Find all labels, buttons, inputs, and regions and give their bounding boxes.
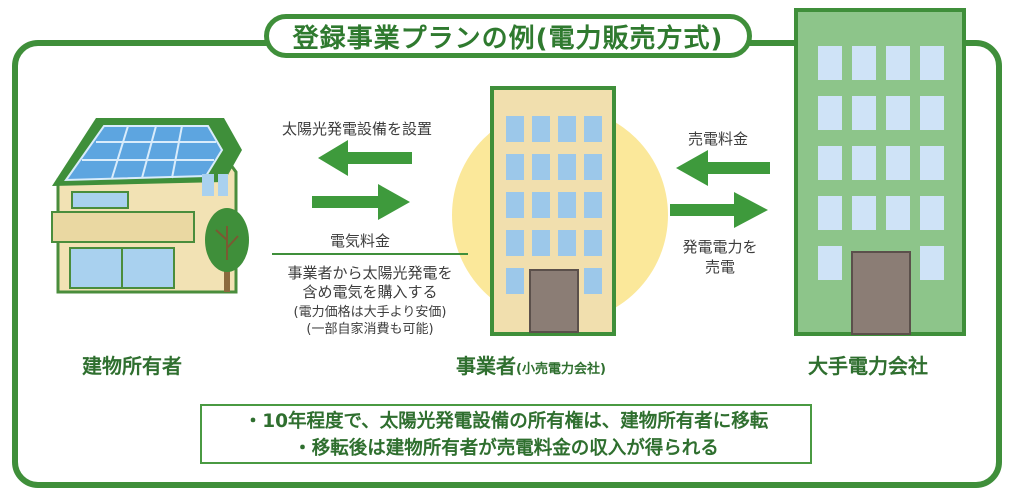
purchase-desc-line4: (一部自家消費も可能): [306, 322, 434, 337]
sell-power-line2: 売電: [704, 258, 735, 276]
business-building: [490, 86, 616, 336]
arrow-electricity-fee: [312, 184, 410, 220]
arrow-sell-power: [670, 192, 768, 228]
business-label: 事業者: [456, 354, 516, 378]
business-label-wrap: 事業者(小売電力会社): [456, 350, 606, 379]
purchase-desc-line1: 事業者から太陽光発電を: [287, 264, 453, 282]
utility-label: 大手電力会社: [808, 354, 928, 378]
owner-label: 建物所有者: [82, 354, 182, 378]
business-sub-label: (小売電力会社): [516, 362, 606, 377]
utility-building: [794, 8, 966, 336]
notes-box: ・10年程度で、太陽光発電設備の所有権は、建物所有者に移転 ・移転後は建物所有者…: [200, 404, 812, 464]
page-title: 登録事業プランの例(電力販売方式): [264, 14, 752, 58]
sell-power-line1: 発電電力を: [682, 238, 758, 256]
arrow-install: [318, 140, 412, 176]
electricity-fee-label: 電気料金: [330, 232, 391, 250]
install-label: 太陽光発電設備を設置: [282, 120, 433, 138]
purchase-desc-line3: (電力価格は大手より安価): [293, 305, 447, 320]
note-line2: ・移転後は建物所有者が売電料金の収入が得られる: [293, 438, 719, 459]
house-illustration: [51, 118, 249, 294]
arrow-sales-fee: [676, 150, 770, 186]
sales-fee-label: 売電料金: [688, 130, 749, 148]
divider-line: [272, 253, 468, 255]
note-line1: ・10年程度で、太陽光発電設備の所有権は、建物所有者に移転: [243, 411, 769, 432]
purchase-desc-line2: 含め電気を購入する: [302, 283, 438, 301]
